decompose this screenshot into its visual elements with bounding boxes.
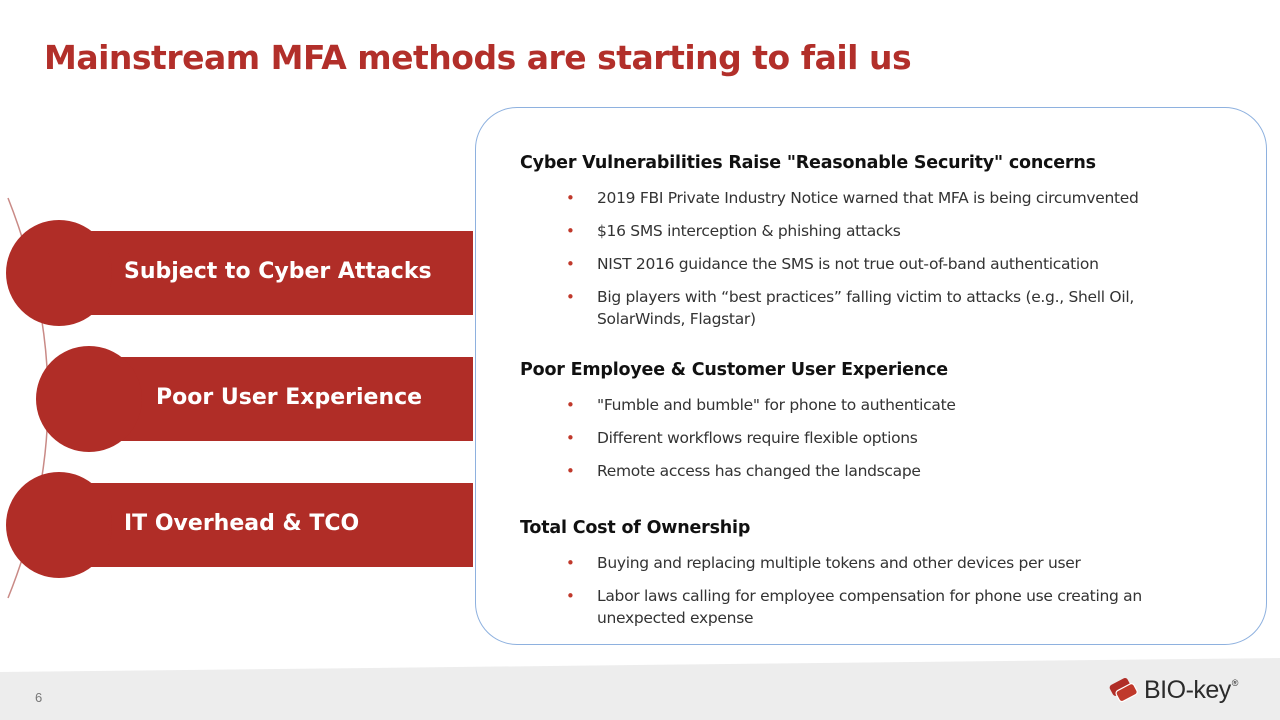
banner-circle xyxy=(36,346,142,452)
bullet-icon: • xyxy=(566,587,575,605)
section-heading-cyber: Cyber Vulnerabilities Raise "Reasonable … xyxy=(520,153,1096,173)
banner-label: IT Overhead & TCO xyxy=(124,511,360,536)
list-item: • Labor laws calling for employee compens… xyxy=(566,585,1216,629)
list-item: • NIST 2016 guidance the SMS is not true … xyxy=(566,253,1216,275)
list-item-text: Big players with “best practices” fallin… xyxy=(597,288,1134,328)
list-item: • Remote access has changed the landscape xyxy=(566,460,1216,482)
bullet-icon: • xyxy=(566,462,575,480)
list-item-text: $16 SMS interception & phishing attacks xyxy=(597,222,901,240)
page-number: 6 xyxy=(35,690,43,705)
list-item-text: Different workflows require flexible opt… xyxy=(597,429,918,447)
footer-band xyxy=(0,658,1280,720)
bullet-list-tco: • Buying and replacing multiple tokens an… xyxy=(566,552,1216,640)
list-item-text: Remote access has changed the landscape xyxy=(597,462,921,480)
content-box xyxy=(475,107,1267,645)
banner-circle xyxy=(6,472,112,578)
list-item-text: Buying and replacing multiple tokens and… xyxy=(597,554,1081,572)
list-item-text: 2019 FBI Private Industry Notice warned … xyxy=(597,189,1139,207)
list-item-text: "Fumble and bumble" for phone to authent… xyxy=(597,396,956,414)
bio-key-logo: BIO-key ® xyxy=(1106,674,1238,706)
bullet-icon: • xyxy=(566,396,575,414)
list-item: • 2019 FBI Private Industry Notice warned… xyxy=(566,187,1216,209)
bullet-icon: • xyxy=(566,255,575,273)
banner-bar xyxy=(58,231,473,315)
bullet-list-cyber: • 2019 FBI Private Industry Notice warned… xyxy=(566,187,1216,341)
bullet-icon: • xyxy=(566,222,575,240)
logo-registered-mark: ® xyxy=(1231,678,1239,688)
section-heading-tco: Total Cost of Ownership xyxy=(520,518,751,538)
bio-key-logo-icon xyxy=(1109,678,1138,703)
banner-label: Poor User Experience xyxy=(156,385,423,410)
list-item: • Big players with “best practices” falli… xyxy=(566,286,1216,330)
list-item: • Different workflows require flexible op… xyxy=(566,427,1216,449)
section-heading-ux: Poor Employee & Customer User Experience xyxy=(520,360,948,380)
list-item-text: Labor laws calling for employee compensa… xyxy=(597,587,1142,627)
bullet-icon: • xyxy=(566,288,575,306)
logo-text: BIO-key xyxy=(1144,675,1231,704)
bullet-icon: • xyxy=(566,554,575,572)
banner-label: Subject to Cyber Attacks xyxy=(124,259,432,284)
bullet-list-ux: • "Fumble and bumble" for phone to authen… xyxy=(566,394,1216,493)
banner-circle xyxy=(6,220,112,326)
list-item-text: NIST 2016 guidance the SMS is not true o… xyxy=(597,255,1099,273)
list-item: • Buying and replacing multiple tokens an… xyxy=(566,552,1216,574)
slide-title: Mainstream MFA methods are starting to f… xyxy=(44,38,912,77)
banner-bar xyxy=(88,357,473,441)
banner-bar xyxy=(58,483,473,567)
list-item: • "Fumble and bumble" for phone to authen… xyxy=(566,394,1216,416)
bullet-icon: • xyxy=(566,429,575,447)
bullet-icon: • xyxy=(566,189,575,207)
list-item: • $16 SMS interception & phishing attacks xyxy=(566,220,1216,242)
